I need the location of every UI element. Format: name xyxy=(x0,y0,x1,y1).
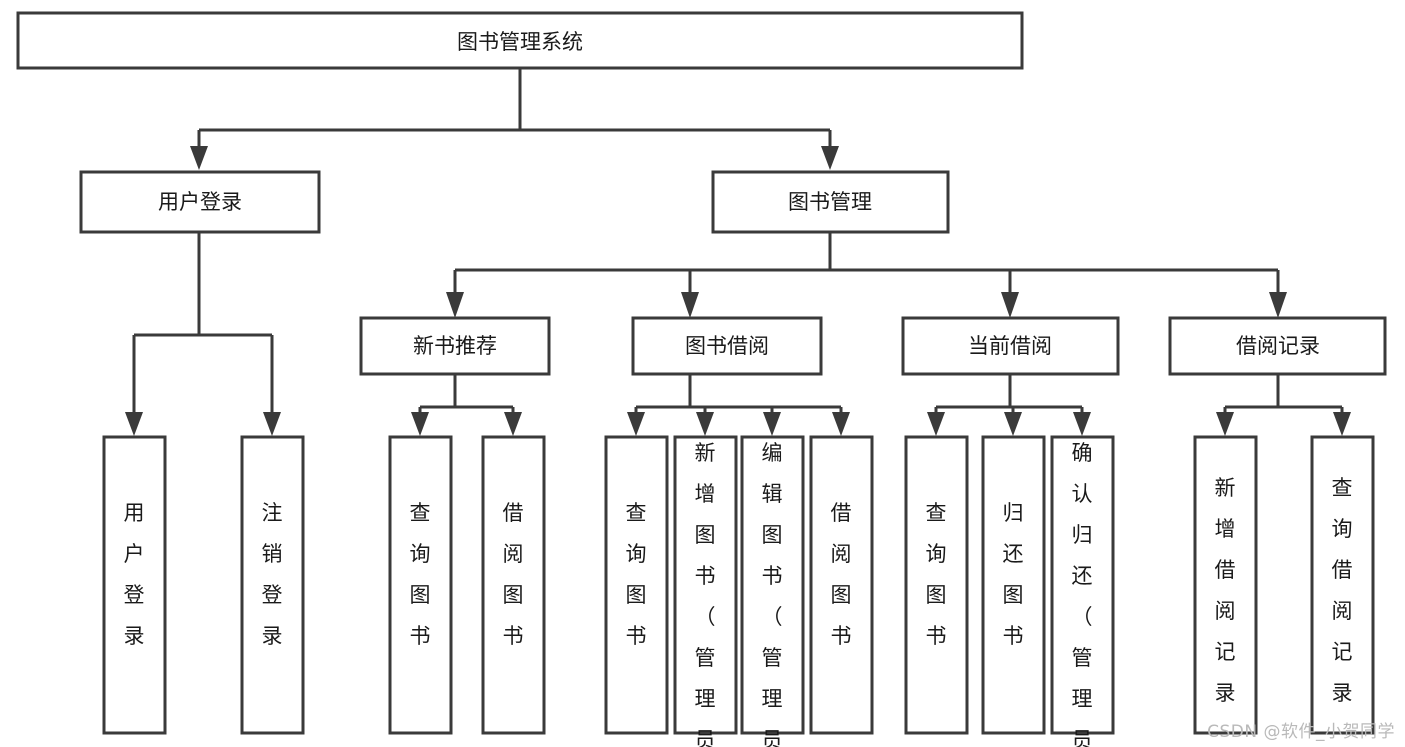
node-user-login[interactable]: 用户登录 xyxy=(79,170,321,234)
leaf-label: 借阅图书 xyxy=(831,501,852,648)
node-user-login-label: 用户登录 xyxy=(158,190,242,214)
leaf-node-user-login[interactable]: 用户登录 xyxy=(102,435,167,735)
leaf-label: 用户登录 xyxy=(124,501,145,648)
leaf-box[interactable] xyxy=(740,435,805,735)
node-current-borrow-box[interactable] xyxy=(901,316,1120,376)
arrow-head-icon xyxy=(1333,412,1351,436)
arrow-head-icon xyxy=(1004,412,1022,436)
node-root-system[interactable]: 图书管理系统 xyxy=(16,11,1024,70)
arrow-head-icon xyxy=(504,412,522,436)
leaf-box[interactable] xyxy=(604,435,669,735)
leaf-box[interactable] xyxy=(1193,435,1258,735)
leaf-label: 确认归还（管理员） xyxy=(1072,441,1093,747)
arrow-head-icon xyxy=(1269,292,1287,318)
arrow-head-icon xyxy=(696,412,714,436)
arrow-head-icon xyxy=(411,412,429,436)
node-borrow-record[interactable]: 借阅记录 xyxy=(1168,316,1387,376)
leaf-label: 编辑图书（管理员） xyxy=(762,441,783,747)
leaf-label: 注销登录 xyxy=(262,501,283,648)
node-root-label: 图书管理系统 xyxy=(457,30,583,54)
node-root-box[interactable] xyxy=(16,11,1024,70)
arrow-head-icon xyxy=(1073,412,1091,436)
leaf-label: 查询借阅记录 xyxy=(1332,476,1353,705)
leaf-box[interactable] xyxy=(904,435,969,735)
leaf-box[interactable] xyxy=(673,435,738,735)
leaf-node-borrow-book-newbook[interactable]: 借阅图书 xyxy=(481,435,546,735)
leaf-node-logout[interactable]: 注销登录 xyxy=(240,435,305,735)
node-new-book-recommend-box[interactable] xyxy=(359,316,551,376)
arrow-head-icon xyxy=(832,412,850,436)
arrow-head-icon xyxy=(263,412,281,436)
node-current-borrow[interactable]: 当前借阅 xyxy=(901,316,1120,376)
leaf-node-query-borrow-record[interactable]: 查询借阅记录 xyxy=(1310,435,1375,735)
leaf-box[interactable] xyxy=(981,435,1046,735)
node-user-login-box[interactable] xyxy=(79,170,321,234)
node-book-borrow-label: 图书借阅 xyxy=(685,334,769,358)
node-book-management-box[interactable] xyxy=(711,170,950,234)
arrow-head-icon xyxy=(1001,292,1019,318)
leaf-box[interactable] xyxy=(240,435,305,735)
leaf-label: 新增借阅记录 xyxy=(1215,476,1236,705)
arrow-head-icon xyxy=(763,412,781,436)
connector-layer xyxy=(125,68,1351,436)
leaf-node-query-book-borrow[interactable]: 查询图书 xyxy=(604,435,669,735)
node-new-book-recommend[interactable]: 新书推荐 xyxy=(359,316,551,376)
leaf-node-query-book-newbook[interactable]: 查询图书 xyxy=(388,435,453,735)
leaf-box[interactable] xyxy=(1310,435,1375,735)
arrow-head-icon xyxy=(681,292,699,318)
node-current-borrow-label: 当前借阅 xyxy=(968,334,1052,358)
arrow-head-icon xyxy=(125,412,143,436)
node-book-management[interactable]: 图书管理 xyxy=(711,170,950,234)
arrow-head-icon xyxy=(1216,412,1234,436)
node-borrow-record-label: 借阅记录 xyxy=(1236,334,1320,358)
leaf-node-edit-book-admin[interactable]: 编辑图书（管理员） xyxy=(740,435,805,747)
node-book-borrow[interactable]: 图书借阅 xyxy=(631,316,823,376)
leaf-label: 归还图书 xyxy=(1003,501,1024,648)
leaf-node-return-book[interactable]: 归还图书 xyxy=(981,435,1046,735)
leaf-box[interactable] xyxy=(809,435,874,735)
leaf-node-add-book-admin[interactable]: 新增图书（管理员） xyxy=(673,435,738,747)
leaf-node-add-borrow-record[interactable]: 新增借阅记录 xyxy=(1193,435,1258,735)
leaf-label: 查询图书 xyxy=(926,501,947,648)
node-book-borrow-box[interactable] xyxy=(631,316,823,376)
arrow-head-icon xyxy=(446,292,464,318)
node-book-management-label: 图书管理 xyxy=(788,190,872,214)
leaf-box[interactable] xyxy=(481,435,546,735)
leaf-node-confirm-return-admin[interactable]: 确认归还（管理员） xyxy=(1050,435,1115,747)
arrow-head-icon xyxy=(627,412,645,436)
leaf-box[interactable] xyxy=(102,435,167,735)
leaf-label: 查询图书 xyxy=(626,501,647,648)
node-new-book-recommend-label: 新书推荐 xyxy=(413,334,497,358)
leaf-box[interactable] xyxy=(1050,435,1115,735)
leaf-box[interactable] xyxy=(388,435,453,735)
leaf-node-query-book-current[interactable]: 查询图书 xyxy=(904,435,969,735)
leaf-label: 借阅图书 xyxy=(503,501,524,648)
node-borrow-record-box[interactable] xyxy=(1168,316,1387,376)
leaf-label: 新增图书（管理员） xyxy=(695,441,716,747)
leaf-node-borrow-book-borrow[interactable]: 借阅图书 xyxy=(809,435,874,735)
arrow-head-icon xyxy=(821,146,839,170)
leaf-label: 查询图书 xyxy=(410,501,431,648)
arrow-head-icon xyxy=(190,146,208,170)
arrow-head-icon xyxy=(927,412,945,436)
